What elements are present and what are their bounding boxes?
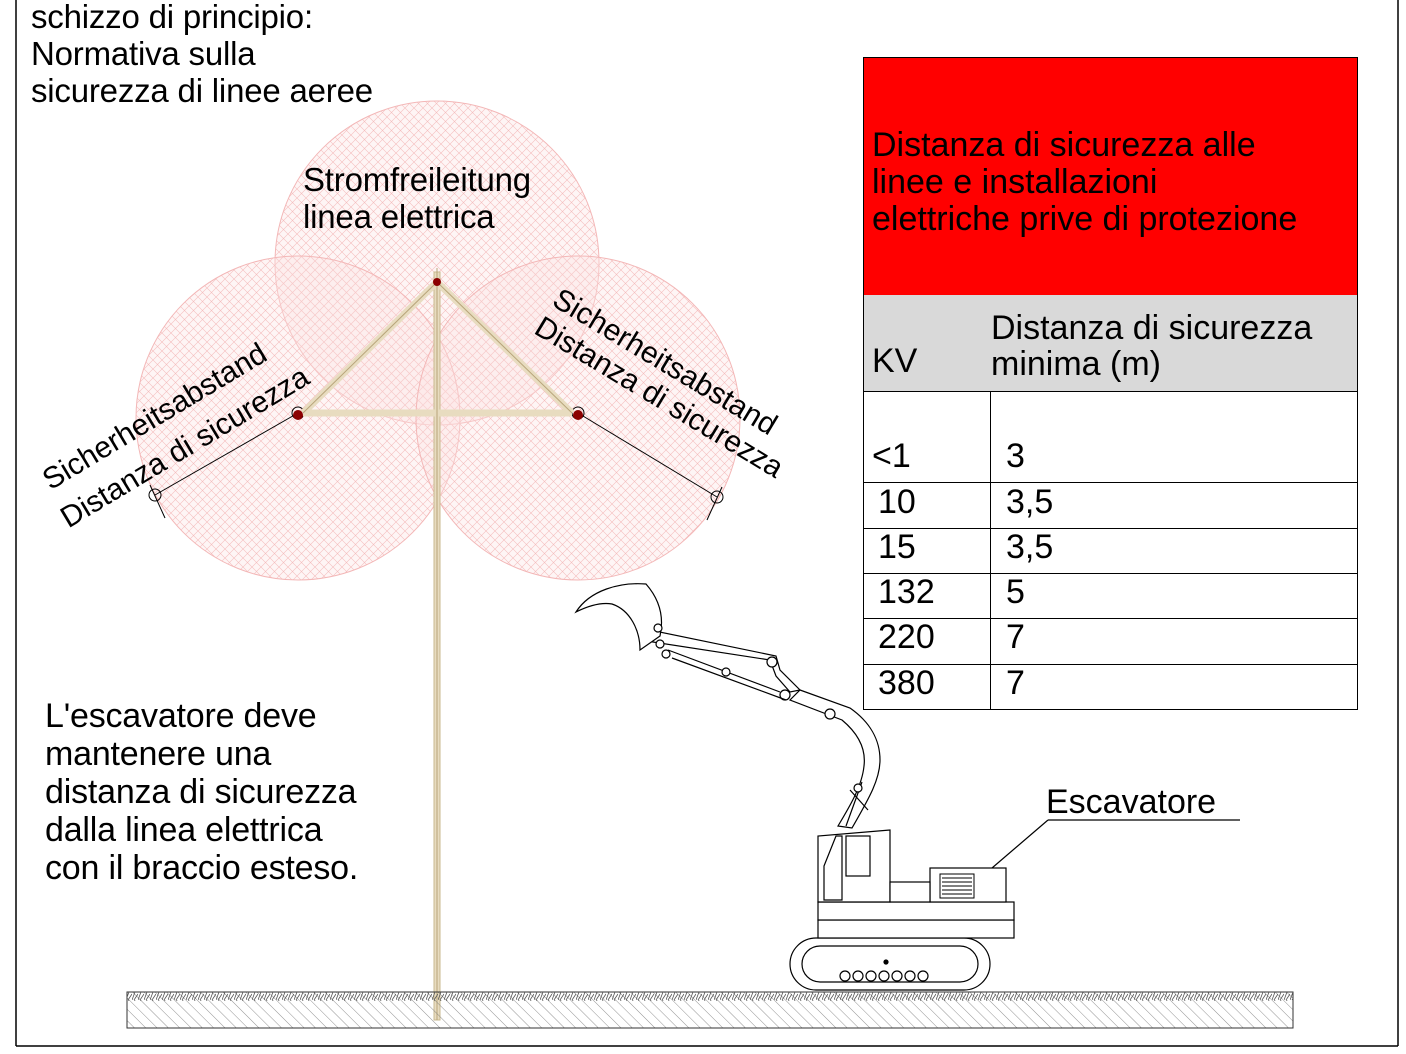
table-cell-distance: 3 xyxy=(1006,437,1025,475)
table-cell-kv: 15 xyxy=(878,528,916,566)
row-divider xyxy=(864,618,1357,619)
table-cell-distance: 7 xyxy=(1006,618,1025,656)
note-line-5: con il braccio esteso. xyxy=(45,849,359,887)
row-divider xyxy=(864,664,1357,665)
column-header-distance-2: minima (m) xyxy=(991,345,1161,383)
table-cell-kv: 10 xyxy=(878,483,916,521)
excavator-label: Escavatore xyxy=(1046,783,1217,821)
table-header: KV Distanza di sicurezza minima (m) xyxy=(864,295,1357,392)
heading-line-2: Normativa sulla xyxy=(31,35,256,72)
note-line-4: dalla linea elettrica xyxy=(45,811,323,849)
table-cell-distance: 3,5 xyxy=(1006,483,1054,521)
power-line-label-1: Stromfreileitung xyxy=(303,161,531,198)
heading-line-3: sicurezza di linee aeree xyxy=(31,72,373,109)
note-line-1: L'escavatore deve xyxy=(45,697,317,735)
column-header-distance-1: Distanza di sicurezza xyxy=(991,309,1313,347)
table-cell-kv: <1 xyxy=(872,437,911,475)
excavator-drawing xyxy=(574,583,1240,991)
table-cell-kv: 132 xyxy=(878,573,935,611)
table-cell-kv: 220 xyxy=(878,618,935,656)
table-title-line-1: Distanza di sicurezza alle xyxy=(872,126,1256,164)
table-cell-distance: 7 xyxy=(1006,664,1025,702)
table-title: Distanza di sicurezza alle linee e insta… xyxy=(864,58,1357,296)
power-line-label-2: linea elettrica xyxy=(303,198,495,235)
distance-dimension-lines xyxy=(148,406,724,521)
safety-distance-table: Distanza di sicurezza alle linee e insta… xyxy=(863,57,1358,710)
note-line-2: mantenere una xyxy=(45,735,272,773)
column-header-kv: KV xyxy=(872,342,918,380)
column-divider xyxy=(990,391,991,709)
power-pole xyxy=(293,268,583,1021)
table-cell-distance: 5 xyxy=(1006,573,1025,611)
table-title-line-3: elettriche prive di protezione xyxy=(872,200,1298,238)
table-cell-kv: 380 xyxy=(878,664,935,702)
table-cell-distance: 3,5 xyxy=(1006,528,1054,566)
note-line-3: distanza di sicurezza xyxy=(45,773,357,811)
table-title-line-2: linee e installazioni xyxy=(872,163,1158,201)
ground xyxy=(126,991,1294,1029)
row-divider xyxy=(864,573,1357,574)
row-divider xyxy=(864,482,1357,483)
row-divider xyxy=(864,528,1357,529)
heading-line-1: schizzo di principio: xyxy=(31,0,313,35)
